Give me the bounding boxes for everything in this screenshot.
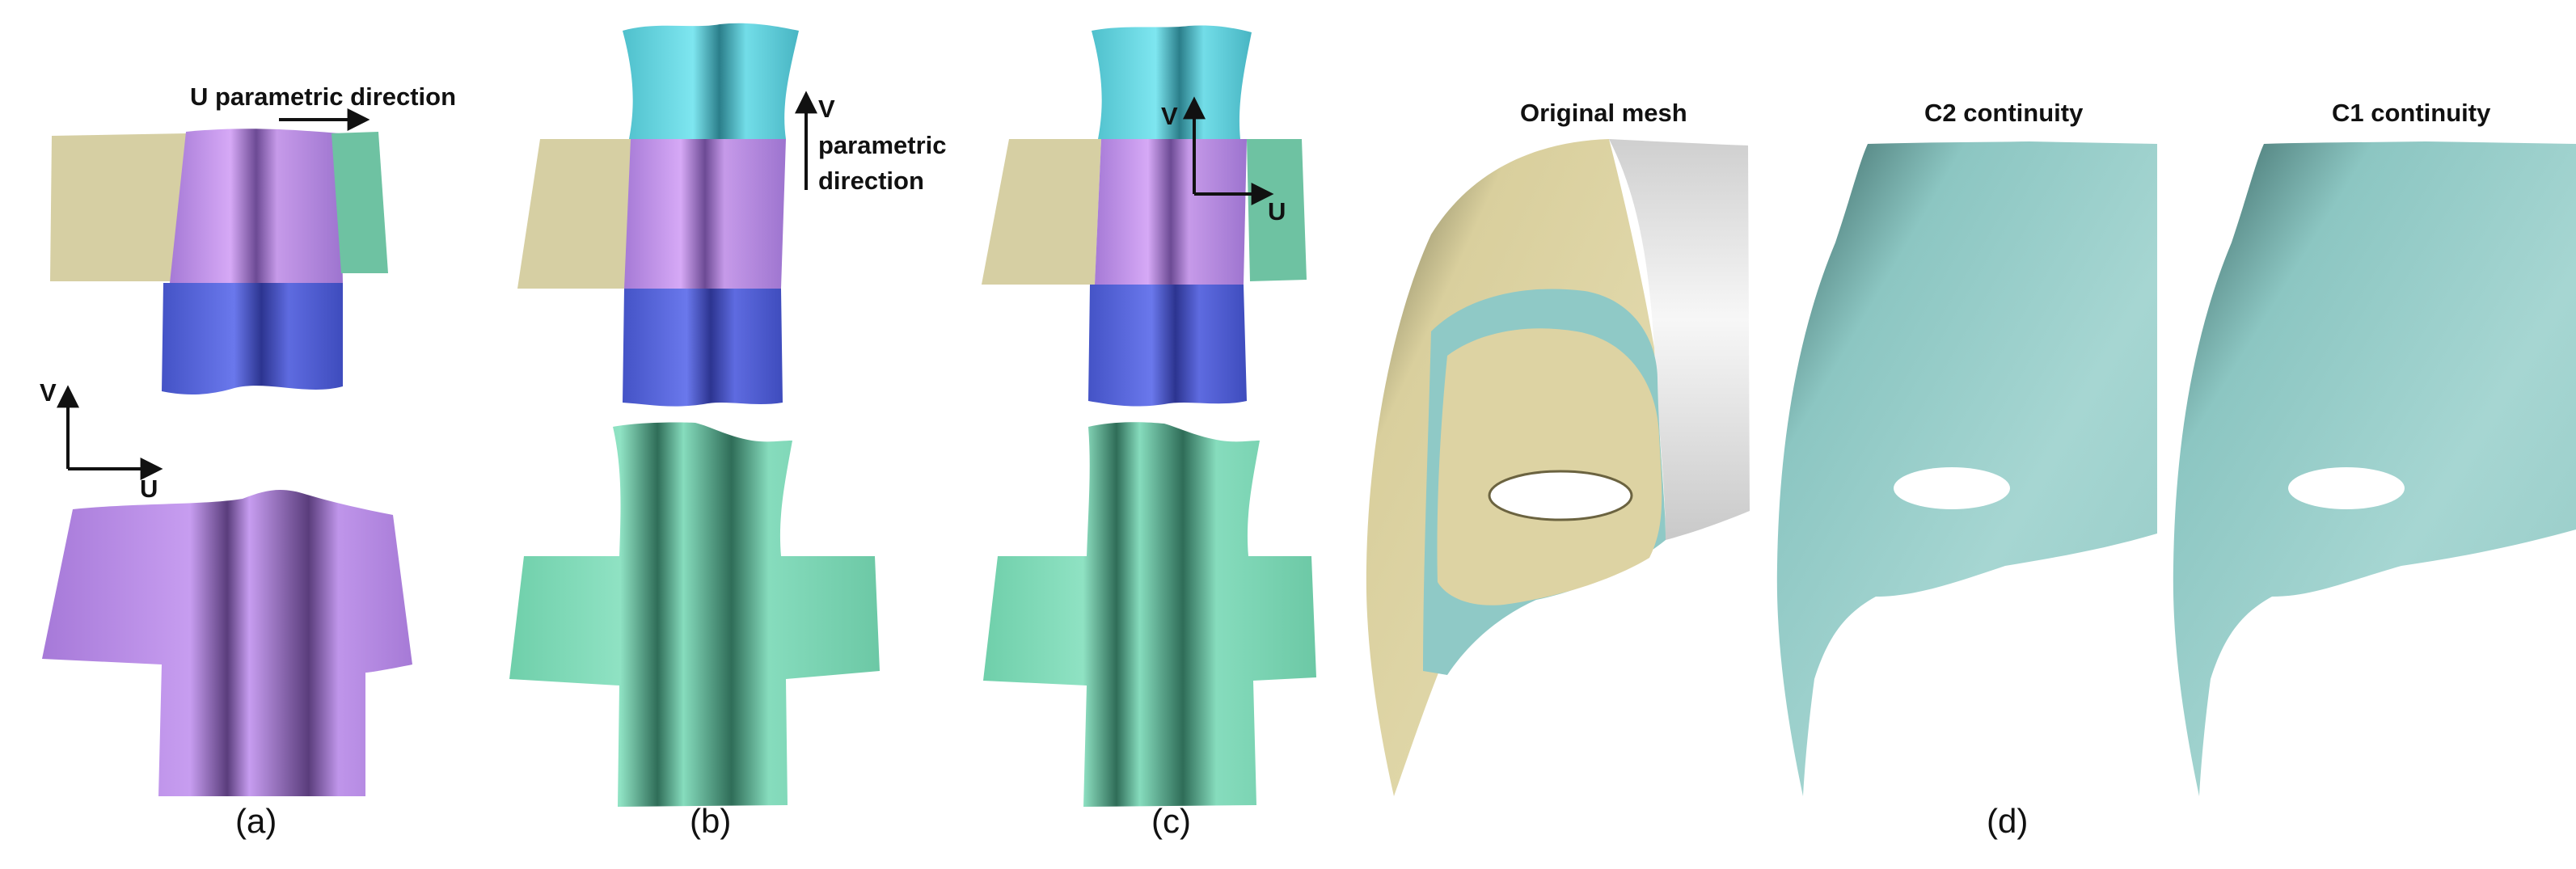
patch-cyan-b	[623, 23, 799, 140]
mask-gray-region	[1609, 139, 1750, 540]
axis-u-label-a: U	[140, 475, 158, 503]
patch-blue-c	[1088, 285, 1247, 407]
u-parametric-direction-label: U parametric direction	[190, 82, 457, 111]
panel-b	[509, 23, 880, 807]
patch-blue-b	[623, 289, 783, 407]
patch-tan-a	[50, 133, 188, 281]
panel-d	[1366, 139, 2576, 796]
panel-c	[982, 25, 1316, 807]
merged-surface-b	[509, 422, 880, 807]
patch-blue-a	[162, 283, 343, 394]
mask-eye-hole-c1	[2288, 467, 2405, 509]
mask-eye-hole-c2	[1894, 467, 2010, 509]
patch-green-small-a	[332, 132, 388, 273]
patch-purple-b	[624, 139, 786, 289]
patch-tan-c	[982, 139, 1101, 285]
panel-a	[42, 108, 412, 796]
title-c2-continuity: C2 continuity	[1924, 99, 2084, 127]
mask-original-mesh	[1366, 139, 1750, 796]
caption-b: (b)	[690, 802, 732, 840]
mask-c2	[1776, 141, 2157, 796]
axis-v-label-a: V	[40, 378, 57, 407]
caption-d: (d)	[1987, 802, 2029, 840]
patch-tan-b	[517, 139, 647, 289]
patch-purple-c	[1095, 139, 1247, 285]
title-c1-continuity: C1 continuity	[2332, 99, 2491, 127]
mask-c1-surface	[2173, 141, 2576, 796]
mask-eye-hole-original	[1488, 470, 1633, 521]
patch-cyan-c	[1092, 25, 1252, 140]
patch-green-small-c	[1247, 139, 1307, 281]
caption-a: (a)	[235, 802, 277, 840]
parametric-label: parametric	[818, 131, 947, 159]
direction-label: direction	[818, 167, 924, 195]
caption-c: (c)	[1151, 802, 1191, 840]
mask-c1	[2173, 141, 2576, 796]
patch-purple-a	[170, 129, 343, 283]
merged-surface-c	[983, 422, 1316, 807]
mask-tan-inner	[1437, 328, 1662, 605]
title-original-mesh: Original mesh	[1520, 99, 1687, 127]
merged-surface-a	[42, 489, 412, 796]
axis-v-label-b: V	[818, 95, 835, 123]
axis-u-label-c: U	[1268, 197, 1286, 226]
axis-v-label-c: V	[1161, 102, 1178, 130]
